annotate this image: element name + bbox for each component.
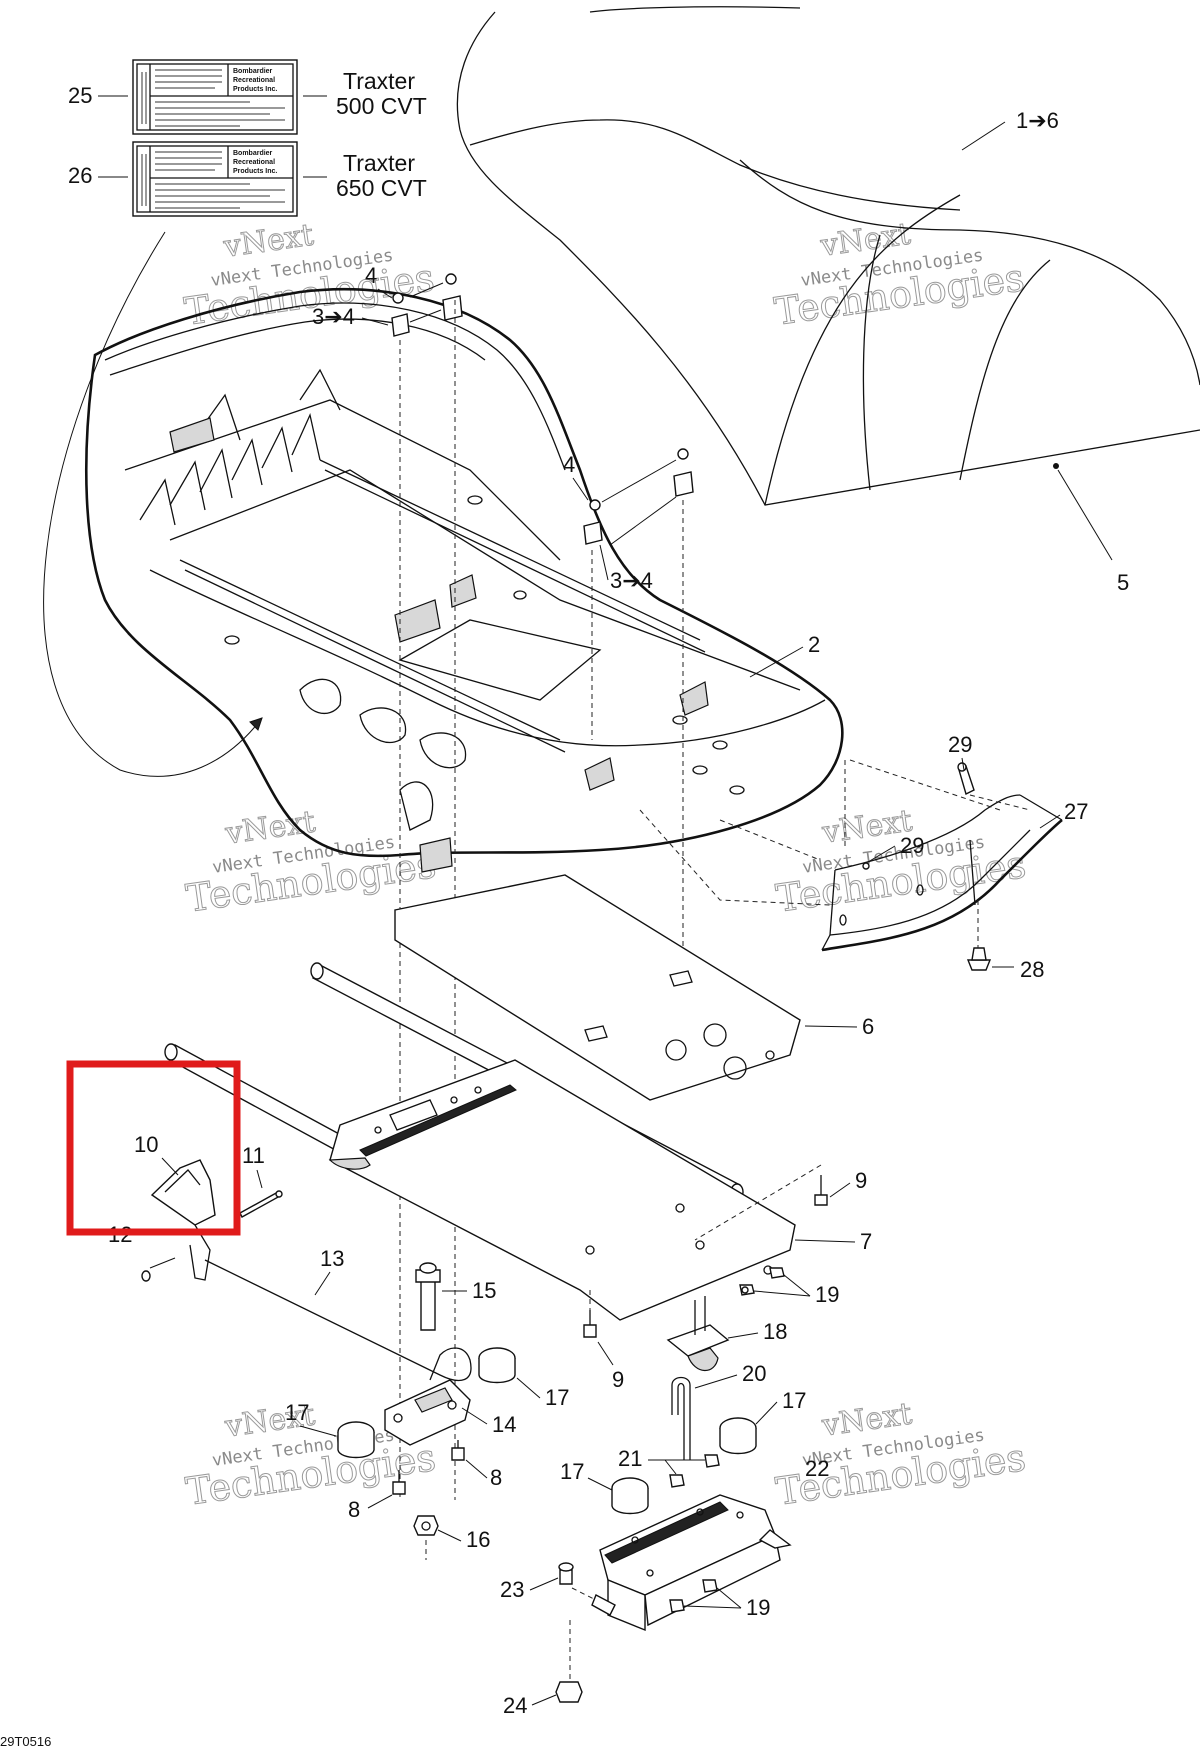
callout-10: 10 xyxy=(134,1132,158,1157)
nut-19-upper-a xyxy=(769,1267,785,1279)
decal-location-arrowhead xyxy=(249,717,263,731)
screw-8-right xyxy=(451,1440,465,1461)
callout-17-d: 17 xyxy=(560,1459,584,1484)
callout-29-mid: 29 xyxy=(900,833,924,858)
callout-3-4-top: 3➔4 xyxy=(312,304,355,329)
seat-pad xyxy=(394,874,801,1101)
decal-26: Bombardier Recreational Products Inc. xyxy=(132,141,298,217)
callout-9-right: 9 xyxy=(855,1168,867,1193)
decal-25-model-line1: Traxter xyxy=(343,68,415,94)
callout-14: 14 xyxy=(492,1412,516,1437)
pin-11 xyxy=(239,1190,283,1218)
screw-9-right xyxy=(814,1175,828,1206)
callout-4-top: 4 xyxy=(365,263,377,288)
seat-cover xyxy=(456,6,1200,506)
svg-text:Bombardier: Bombardier xyxy=(233,68,273,75)
callout-9-bottom: 9 xyxy=(612,1367,624,1392)
callout-19-upper: 19 xyxy=(815,1282,839,1307)
svg-text:Recreational: Recreational xyxy=(233,159,275,166)
callout-3-4-right: 3➔4 xyxy=(610,568,653,593)
seat-support-plate xyxy=(328,1059,796,1321)
latch-14 xyxy=(384,1379,471,1446)
callout-16: 16 xyxy=(466,1527,490,1552)
screw-9-bottom xyxy=(583,1310,597,1338)
callout-17-b: 17 xyxy=(285,1400,309,1425)
bumper-17-c xyxy=(719,1417,757,1455)
decal-26-model-line1: Traxter xyxy=(343,150,415,176)
decal-25-model-line2: 500 CVT xyxy=(336,93,427,119)
callout-13: 13 xyxy=(320,1246,344,1271)
callout-8-right: 8 xyxy=(490,1465,502,1490)
rear-trim xyxy=(821,794,1063,952)
callout-4-right: 4 xyxy=(563,452,575,477)
seat-base xyxy=(84,287,844,873)
bumper-17-a xyxy=(478,1347,516,1384)
callout-25: 25 xyxy=(68,83,92,108)
callout-21: 21 xyxy=(618,1446,642,1471)
callout-7: 7 xyxy=(860,1229,872,1254)
callout-17-c: 17 xyxy=(782,1388,806,1413)
svg-text:Products Inc.: Products Inc. xyxy=(233,86,277,93)
callout-26: 26 xyxy=(68,163,92,188)
nut-24 xyxy=(555,1681,583,1703)
svg-text:Recreational: Recreational xyxy=(233,77,275,84)
callout-1-6: 1➔6 xyxy=(1016,108,1059,133)
decal-location-arrow xyxy=(43,231,263,777)
fastener-group-right xyxy=(583,448,694,545)
decal-26-model-line2: 650 CVT xyxy=(336,175,427,201)
screw-8-left xyxy=(392,1470,406,1495)
watermark-middle-right: vNext vNext Technologies Technologies xyxy=(773,803,1029,921)
callout-18: 18 xyxy=(763,1319,787,1344)
bumper-17-b xyxy=(337,1421,375,1459)
latch-lever xyxy=(150,1159,216,1281)
callout-15: 15 xyxy=(472,1278,496,1303)
nut-19-lower-b xyxy=(669,1599,685,1613)
watermark-top-right: vNext vNext Technologies Technologies xyxy=(771,216,1027,334)
callout-6: 6 xyxy=(862,1014,874,1039)
decal-25-fine-print xyxy=(141,69,285,127)
bumper-17-d xyxy=(611,1477,649,1515)
nut-19-lower-a xyxy=(702,1579,718,1593)
screw-29-top xyxy=(957,762,975,796)
callout-22: 22 xyxy=(805,1456,829,1481)
bracket-18 xyxy=(666,1296,730,1372)
highlight-box-item-10 xyxy=(66,1060,241,1236)
callout-23: 23 xyxy=(500,1577,524,1602)
clip-28 xyxy=(966,947,992,971)
callout-5: 5 xyxy=(1117,570,1129,595)
nut-16 xyxy=(413,1515,439,1536)
latch-cable xyxy=(204,1259,472,1382)
callout-19-lower: 19 xyxy=(746,1595,770,1620)
nut-21-b xyxy=(669,1474,685,1488)
striker-15 xyxy=(415,1262,441,1331)
u-bolt-20 xyxy=(671,1376,691,1460)
callout-29-top: 29 xyxy=(948,732,972,757)
nut-21-a xyxy=(704,1454,720,1468)
screw-23 xyxy=(558,1562,574,1585)
callout-27: 27 xyxy=(1064,799,1088,824)
clip-12 xyxy=(141,1270,151,1282)
watermark-top-left: vNext vNext Technologies Technologies xyxy=(181,217,437,334)
svg-text:Bombardier: Bombardier xyxy=(233,150,273,157)
svg-text:Products Inc.: Products Inc. xyxy=(233,168,277,175)
callout-28: 28 xyxy=(1020,957,1044,982)
decal-25: Bombardier Recreational Products Inc. xyxy=(132,59,298,135)
decal-26-fine-print xyxy=(141,151,285,209)
diagram-code: 29T0516 xyxy=(0,1734,51,1749)
fastener-group-top xyxy=(391,273,463,337)
callout-2: 2 xyxy=(808,632,820,657)
callout-24: 24 xyxy=(503,1693,527,1718)
callout-17-a: 17 xyxy=(545,1385,569,1410)
callout-20: 20 xyxy=(742,1361,766,1386)
callout-11: 11 xyxy=(242,1143,265,1168)
callout-8-left: 8 xyxy=(348,1497,360,1522)
